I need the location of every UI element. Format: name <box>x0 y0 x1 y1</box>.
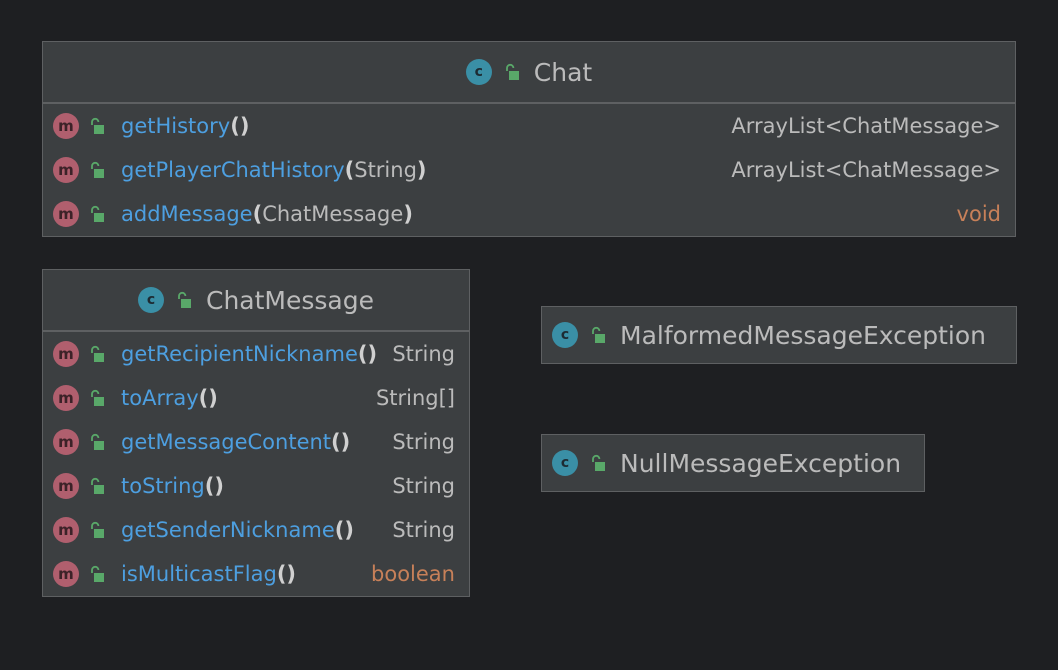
class-null-header: c NullMessageException <box>542 435 924 491</box>
method-name: getMessageContent <box>121 430 332 454</box>
method-icon: m <box>53 157 79 183</box>
public-lock-icon <box>91 389 105 407</box>
class-name: NullMessageException <box>620 448 902 478</box>
open-paren: ( <box>204 474 215 498</box>
open-paren: ( <box>230 114 240 138</box>
method-icon: m <box>53 385 79 411</box>
public-lock-icon <box>592 454 606 472</box>
close-paren: ) <box>416 158 427 182</box>
method-icon: m <box>53 113 79 139</box>
open-paren: ( <box>334 518 345 542</box>
public-lock-icon <box>178 291 192 309</box>
method-name: getSenderNickname <box>121 518 335 542</box>
method-row[interactable]: m getPlayerChatHistory(String) ArrayList… <box>43 148 1015 192</box>
method-name: getRecipientNickname <box>121 342 358 366</box>
method-name: getPlayerChatHistory <box>121 158 345 182</box>
method-row[interactable]: m toString() String <box>43 464 469 508</box>
class-malformed-message-exception[interactable]: c MalformedMessageException <box>541 306 1017 364</box>
public-lock-icon <box>91 477 105 495</box>
method-row[interactable]: m getSenderNickname() String <box>43 508 469 552</box>
class-chat-message-header: c ChatMessage <box>43 270 469 332</box>
close-paren: ) <box>214 474 224 498</box>
return-type: String <box>392 430 455 454</box>
public-lock-icon <box>91 117 105 135</box>
open-paren: ( <box>357 342 368 366</box>
method-name: getHistory <box>121 114 231 138</box>
method-row[interactable]: m addMessage(ChatMessage) void <box>43 192 1015 236</box>
method-icon: m <box>53 429 79 455</box>
return-type: ArrayList<ChatMessage> <box>731 158 1001 182</box>
method-name: toString <box>121 474 205 498</box>
method-name: addMessage <box>121 202 253 226</box>
close-paren: ) <box>344 518 354 542</box>
close-paren: ) <box>340 430 351 454</box>
open-paren: ( <box>331 430 341 454</box>
close-paren: ) <box>403 202 413 226</box>
public-lock-icon <box>91 521 105 539</box>
public-lock-icon <box>91 205 105 223</box>
open-paren: ( <box>198 386 209 410</box>
class-null-message-exception[interactable]: c NullMessageException <box>541 434 925 492</box>
class-name: ChatMessage <box>206 285 374 315</box>
class-icon: c <box>552 450 578 476</box>
close-paren: ) <box>208 386 218 410</box>
method-icon: m <box>53 473 79 499</box>
open-paren: ( <box>344 158 355 182</box>
method-name: toArray <box>121 386 199 410</box>
class-chat-header: c Chat <box>43 42 1015 104</box>
method-params: String <box>354 158 417 182</box>
method-icon: m <box>53 341 79 367</box>
method-icon: m <box>53 561 79 587</box>
close-paren: ) <box>367 342 378 366</box>
return-type: String <box>392 518 455 542</box>
method-row[interactable]: m getHistory() ArrayList<ChatMessage> <box>43 104 1015 148</box>
public-lock-icon <box>505 63 520 81</box>
public-lock-icon <box>91 345 105 363</box>
return-type: void <box>956 202 1001 226</box>
class-chat[interactable]: c Chat m getHistory() ArrayList<ChatMess… <box>42 41 1016 237</box>
public-lock-icon <box>91 161 105 179</box>
close-paren: ) <box>286 562 297 586</box>
return-type: boolean <box>371 562 455 586</box>
return-type: ArrayList<ChatMessage> <box>731 114 1001 138</box>
class-name: Chat <box>533 57 593 87</box>
return-type: String <box>392 342 455 366</box>
class-icon: c <box>552 322 578 348</box>
class-icon: c <box>138 287 164 313</box>
method-icon: m <box>53 517 79 543</box>
method-row[interactable]: m toArray() String[] <box>43 376 469 420</box>
public-lock-icon <box>91 433 105 451</box>
method-icon: m <box>53 201 79 227</box>
return-type: String <box>392 474 455 498</box>
class-chat-message[interactable]: c ChatMessage m getRecipientNickname() S… <box>42 269 470 597</box>
open-paren: ( <box>276 562 287 586</box>
public-lock-icon <box>91 565 105 583</box>
method-params: ChatMessage <box>262 202 404 226</box>
method-row[interactable]: m getMessageContent() String <box>43 420 469 464</box>
class-name: MalformedMessageException <box>620 320 986 350</box>
return-type: String[] <box>375 386 455 410</box>
method-name: isMulticastFlag <box>121 562 277 586</box>
public-lock-icon <box>592 326 606 344</box>
class-malformed-header: c MalformedMessageException <box>542 307 1016 363</box>
close-paren: ) <box>239 114 250 138</box>
method-row[interactable]: m getRecipientNickname() String <box>43 332 469 376</box>
class-icon: c <box>465 59 492 85</box>
method-row[interactable]: m isMulticastFlag() boolean <box>43 552 469 596</box>
open-paren: ( <box>252 202 263 226</box>
